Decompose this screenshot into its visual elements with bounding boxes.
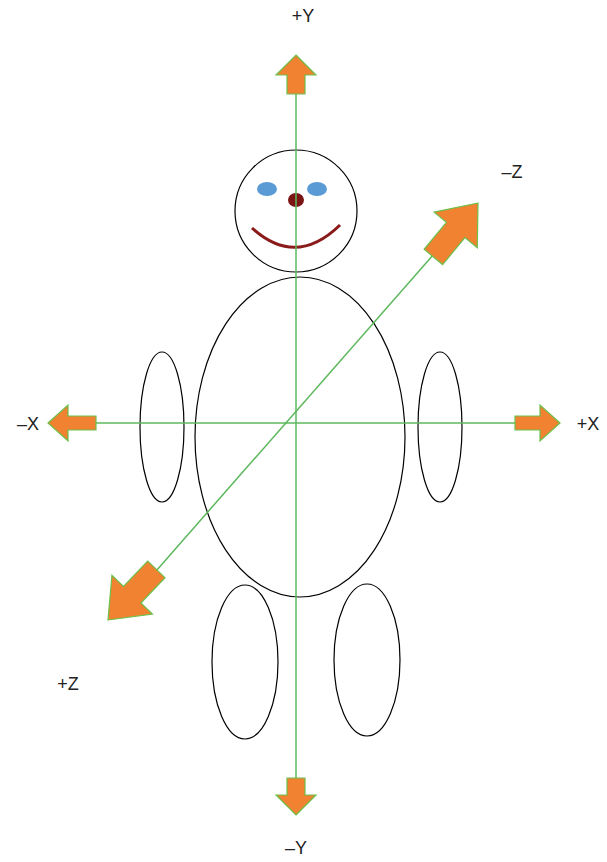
axis-label: +Z: [57, 675, 79, 693]
eye: [257, 182, 277, 196]
arrow-head: [88, 550, 177, 639]
axis-label: –Z: [501, 163, 522, 181]
figure-outline: [140, 150, 462, 739]
x-axis: [70, 422, 540, 424]
y-axis: [295, 80, 297, 795]
body: [195, 277, 405, 597]
eye: [307, 182, 327, 196]
arrow-head: [48, 405, 96, 441]
z-axis: [135, 230, 455, 595]
arrow-head: [276, 55, 316, 94]
axis-label: +X: [577, 415, 600, 433]
axis-lines: [70, 80, 540, 795]
right-arm: [418, 352, 462, 502]
axis-arrows: [48, 55, 560, 815]
left-arm: [140, 352, 184, 502]
arrow-head: [412, 185, 500, 275]
axis-label: +Y: [292, 7, 315, 25]
right-leg: [334, 584, 400, 736]
left-leg: [212, 585, 278, 739]
arrow-head: [276, 778, 316, 815]
axis-label: –X: [17, 415, 39, 433]
arrow-head: [515, 405, 560, 441]
axis-label: –Y: [285, 839, 307, 857]
